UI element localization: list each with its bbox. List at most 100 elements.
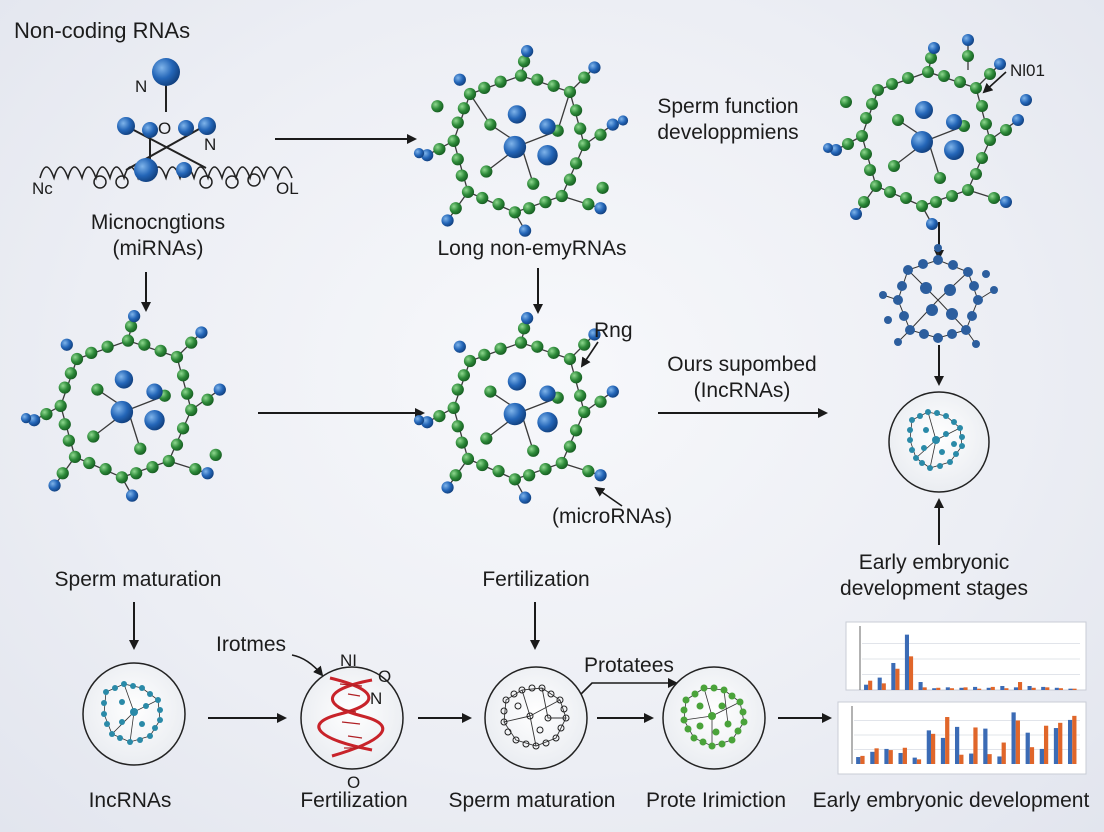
chart-bottom-bar <box>870 751 875 764</box>
chart-bottom-bar <box>973 727 978 764</box>
atom-label-n-right: N <box>204 135 217 154</box>
chart-bottom-bar <box>940 737 946 764</box>
chart-top-bar <box>990 686 995 690</box>
chart-bottom-bar <box>997 756 1002 764</box>
arrow-nl01 <box>982 71 1007 94</box>
chart-bottom-bar <box>1011 712 1016 764</box>
chart-bottom-bar <box>945 717 950 764</box>
chart-bottom-bar <box>1001 742 1006 764</box>
helix-label-n-right: N <box>370 689 383 708</box>
chart-top-bar <box>1041 686 1046 690</box>
chart-top-bar <box>1000 686 1005 690</box>
chart-bottom-bar <box>916 759 922 764</box>
ours-label-line2: (IncRNAs) <box>693 379 791 402</box>
long-ncrna-molecule <box>413 45 629 237</box>
chart-top-bar <box>895 668 900 690</box>
chart-top-bar <box>1068 688 1073 690</box>
chart-bottom-bar <box>1043 725 1049 764</box>
chart-bottom-bar <box>930 733 936 764</box>
fertilization-mid-label: Fertilization <box>482 568 590 591</box>
helix-label-n-top: NI <box>340 651 357 670</box>
bottom-label-early-embryonic: Early embryonic development <box>812 789 1090 812</box>
nl01-label: Nl01 <box>1010 61 1045 80</box>
chart-top-bar <box>949 688 954 690</box>
right-top-molecule <box>823 34 1032 230</box>
chart-bottom-bar <box>902 747 907 764</box>
chart-bottom-bar <box>1067 719 1073 764</box>
bottom-label-sperm-maturation: Sperm maturation <box>448 789 616 812</box>
chart-top-bar <box>963 687 968 690</box>
bottom-label-protein: Prote Irimiction <box>645 789 787 812</box>
chart-bottom-bar <box>898 752 903 764</box>
ours-label-line1: Ours supombed <box>667 353 817 376</box>
atom-label-ol: OL <box>276 179 299 198</box>
chart-bottom-bar <box>1025 732 1030 764</box>
mirna-label-line2: (miRNAs) <box>112 237 204 260</box>
page-title: Non-coding RNAs <box>14 18 191 43</box>
chart-bottom-bar <box>1039 748 1044 764</box>
chart-top-bar <box>1072 688 1077 690</box>
chart-top-bar <box>1013 687 1019 690</box>
arrow-protatees <box>571 678 678 704</box>
arrow-irotmes <box>291 654 324 677</box>
chart-top-bar <box>986 687 991 690</box>
chart-bottom-bar <box>1015 720 1020 764</box>
helix-label-o-right: O <box>378 667 392 686</box>
bottom-label-lncrnas: IncRNAs <box>88 789 172 812</box>
early-stages-label-line2: development stages <box>840 577 1028 600</box>
chart-top-bar <box>891 662 896 690</box>
chart-top-bar <box>977 688 982 690</box>
chart-bottom-bar <box>856 757 861 764</box>
chart-top-bar <box>1045 687 1050 690</box>
chart-top-bar <box>877 677 882 690</box>
right-small-network <box>879 244 998 348</box>
atom-label-o-center: O <box>158 119 172 138</box>
chart-bottom-bar <box>1029 747 1035 764</box>
micrornas-label: (microRNAs) <box>552 505 673 528</box>
middle-left-molecule <box>20 310 226 502</box>
chart-bottom <box>837 701 1087 775</box>
chart-bottom-bar <box>1072 715 1077 764</box>
mirna-molecule <box>39 58 293 189</box>
chart-bottom-bar <box>983 728 988 764</box>
chart-top-bar <box>959 687 964 690</box>
chart-bottom-bar <box>874 748 879 764</box>
atom-label-n-top: N <box>135 77 148 96</box>
bottom-circle-helix <box>300 666 404 770</box>
chart-bottom-bar <box>912 757 917 764</box>
chart-bottom-bar <box>1053 728 1059 764</box>
sperm-maturation-mid-label: Sperm maturation <box>54 568 222 591</box>
early-stages-label-line1: Early embryonic <box>858 551 1010 574</box>
chart-top-bar <box>909 656 914 690</box>
helix-label-o-bottom: O <box>347 773 361 792</box>
chart-top-bar <box>922 687 927 690</box>
chart-bottom-bar <box>987 754 992 764</box>
chart-bottom-bar <box>926 730 931 764</box>
chart-top-bar <box>904 634 910 690</box>
chart-top <box>845 621 1087 691</box>
middle-center-molecule <box>413 312 619 504</box>
chart-top-bar <box>868 680 873 690</box>
chart-top-bar <box>932 688 937 690</box>
chart-top-bar <box>945 687 950 690</box>
rng-label: Rng <box>594 319 633 342</box>
protatees-label: Protatees <box>584 654 674 677</box>
chart-bottom-bar <box>1058 722 1063 764</box>
chart-bottom-bar <box>860 755 865 764</box>
chart-top-bar <box>936 687 941 690</box>
bottom-circle-protein <box>662 666 766 770</box>
chart-top-bar <box>1027 686 1032 690</box>
arrows <box>129 71 1007 723</box>
right-circle <box>888 391 990 493</box>
chart-bottom-bar <box>954 726 960 764</box>
chart-bottom-bar <box>888 750 893 764</box>
chart-top-bar <box>1058 688 1063 690</box>
chart-top-bar <box>881 683 886 690</box>
chart-top-bar <box>918 682 923 690</box>
sperm-function-label-line1: Sperm function <box>657 95 799 118</box>
sperm-function-label-line2: developpmiens <box>657 121 799 144</box>
arrow-micrornas <box>594 486 623 507</box>
chart-bottom-bar <box>959 754 964 764</box>
chart-top-bar <box>864 684 869 690</box>
